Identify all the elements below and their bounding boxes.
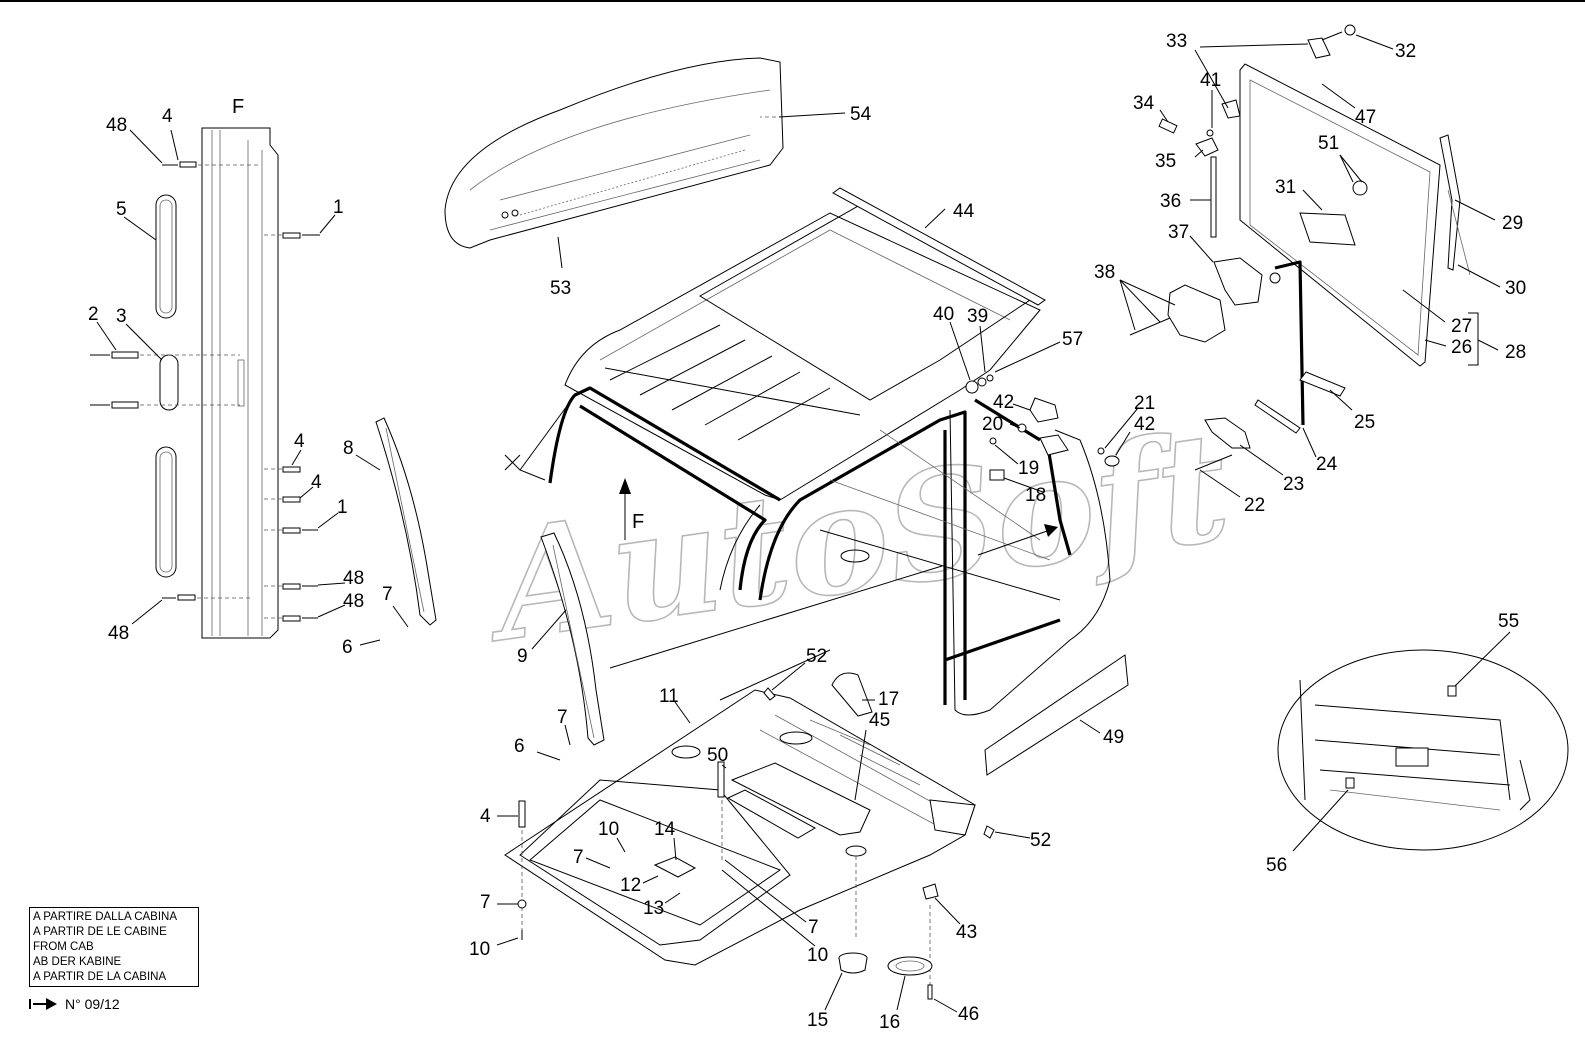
note-line-english: FROM CAB	[33, 941, 94, 953]
callout-57: 57	[1062, 329, 1083, 350]
callout-45: 45	[869, 710, 890, 731]
callout-18: 18	[1025, 485, 1046, 506]
callout-2: 2	[88, 304, 99, 325]
callout-35: 35	[1155, 151, 1176, 172]
direction-label-f: F	[632, 511, 644, 533]
callout-34: 34	[1133, 93, 1155, 114]
headliner-panel	[444, 57, 846, 269]
callout-8: 8	[343, 438, 354, 459]
callout-49: 49	[1103, 727, 1124, 748]
callout-7: 7	[573, 847, 584, 868]
callout-39: 39	[967, 306, 988, 327]
inset-detail	[1277, 649, 1569, 851]
callout-33: 33	[1166, 31, 1187, 52]
callout-14: 14	[654, 819, 676, 840]
callout-52: 52	[1030, 830, 1051, 851]
callout-27: 27	[1451, 316, 1472, 337]
floor-panel	[504, 654, 1129, 1000]
callout-7: 7	[480, 892, 491, 913]
callout-6: 6	[514, 736, 525, 757]
serial-number-text: N° 09/12	[65, 996, 120, 1012]
callout-43: 43	[956, 922, 977, 943]
cab-frame	[504, 187, 1120, 716]
callout-37: 37	[1168, 222, 1189, 243]
note-line-french: A PARTIR DE LE CABINE	[33, 926, 167, 938]
callout-48: 48	[343, 568, 364, 589]
callout-16: 16	[879, 1012, 900, 1033]
callout-9: 9	[517, 646, 528, 667]
trim-part-9	[540, 532, 605, 746]
callout-53: 53	[550, 278, 571, 299]
callout-19: 19	[1018, 458, 1039, 479]
callout-38: 38	[1094, 262, 1115, 283]
callout-56: 56	[1266, 855, 1287, 876]
callout-5: 5	[116, 199, 127, 220]
callout-25: 25	[1354, 412, 1375, 433]
callout-31: 31	[1275, 177, 1296, 198]
callout-48: 48	[108, 623, 129, 644]
note-line-italian: A PARTIRE DALLA CABINA	[33, 911, 178, 923]
callout-10: 10	[807, 945, 828, 966]
callout-47: 47	[1355, 107, 1376, 128]
callout-7: 7	[382, 584, 393, 605]
callout-11: 11	[659, 686, 679, 707]
callout-12: 12	[620, 875, 641, 896]
door-assembly	[1129, 24, 1479, 471]
serial-arrow-icon	[29, 997, 59, 1011]
callout-24: 24	[1316, 454, 1338, 475]
callout-1: 1	[333, 197, 344, 218]
callout-48: 48	[106, 115, 127, 136]
callout-4: 4	[162, 106, 173, 127]
callout-52: 52	[806, 646, 827, 667]
callout-32: 32	[1395, 41, 1416, 62]
callout-4: 4	[480, 806, 491, 827]
callout-15: 15	[807, 1010, 828, 1031]
callout-42: 42	[993, 392, 1014, 413]
leader-lines	[96, 34, 1511, 1013]
note-line-german: AB DER KABINE	[33, 956, 122, 968]
post-detail-view-f	[90, 127, 320, 639]
callout-labels: 48 4 F 5 1 2 3 4 4 1 48 48 48 8 7 6 54 5…	[88, 31, 1526, 1033]
serial-number-note: N° 09/12	[29, 996, 120, 1012]
callout-22: 22	[1244, 495, 1265, 516]
callout-10: 10	[469, 939, 490, 960]
callout-10: 10	[598, 819, 619, 840]
callout-46: 46	[958, 1004, 979, 1025]
callout-21: 21	[1134, 393, 1155, 414]
callout-6: 6	[342, 637, 353, 658]
note-line-spanish: A PARTIR DE LA CABINA	[33, 971, 167, 983]
callout-1: 1	[337, 497, 348, 518]
callout-3: 3	[116, 306, 127, 327]
callout-40: 40	[933, 304, 954, 325]
callout-50: 50	[707, 745, 728, 766]
callout-4: 4	[311, 472, 322, 493]
callout-30: 30	[1505, 278, 1526, 299]
callout-48: 48	[343, 591, 364, 612]
callout-26: 26	[1451, 337, 1472, 358]
callout-17: 17	[878, 689, 899, 710]
callout-7: 7	[808, 917, 819, 938]
callout-55: 55	[1498, 611, 1519, 632]
callout-36: 36	[1160, 191, 1181, 212]
callout-28: 28	[1505, 342, 1526, 363]
callout-7: 7	[557, 707, 568, 728]
callout-54: 54	[850, 104, 872, 125]
callout-44: 44	[953, 201, 975, 222]
callout-41: 41	[1200, 70, 1221, 91]
callout-4: 4	[294, 431, 305, 452]
serial-applicability-note: A PARTIRE DALLA CABINA A PARTIR DE LE CA…	[29, 907, 199, 987]
top-border-rule	[0, 0, 1585, 2]
callout-13: 13	[643, 898, 664, 919]
callout-51: 51	[1318, 133, 1339, 154]
view-label-f: F	[232, 96, 244, 118]
callout-20: 20	[982, 414, 1003, 435]
trim-part-8	[375, 417, 437, 626]
callout-42: 42	[1134, 414, 1155, 435]
callout-23: 23	[1283, 474, 1304, 495]
callout-29: 29	[1502, 213, 1523, 234]
